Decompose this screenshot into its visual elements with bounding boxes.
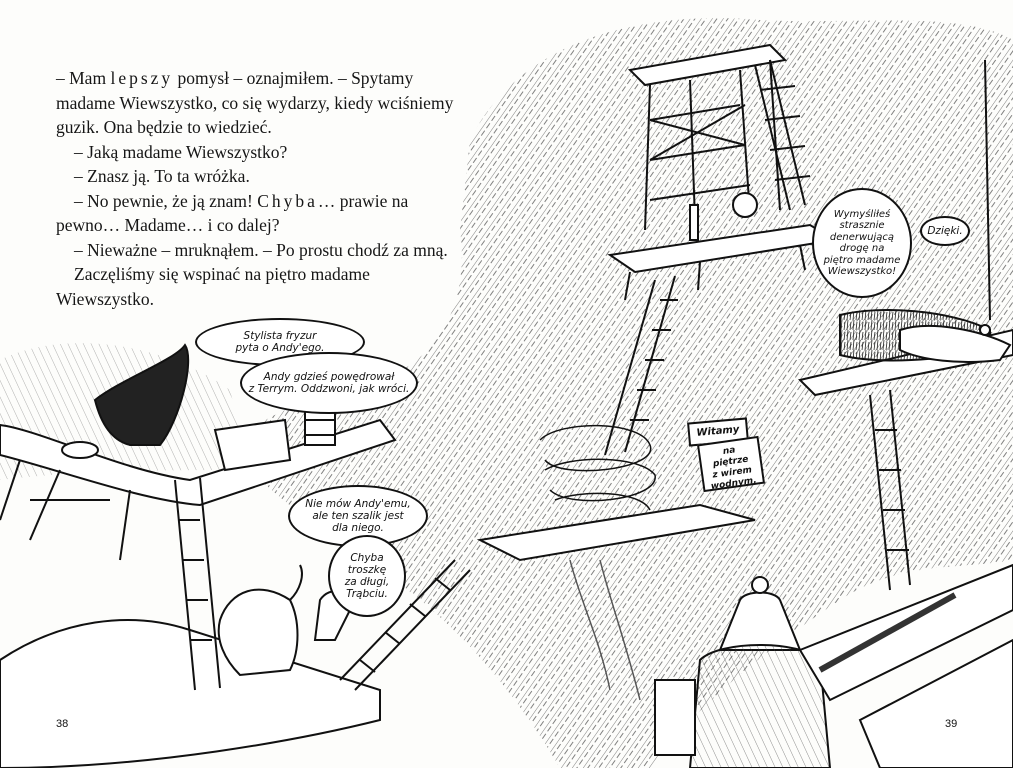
speech-bubble-annoying: Wymyśliłeś strasznie denerwującą drogę n… [812,188,912,298]
paragraph-5: – Nieważne – mruknąłem. – Po prostu chod… [74,239,448,260]
whirlpool [476,424,756,701]
top-tower [627,43,811,231]
page-number-left: 38 [56,718,69,730]
right-lower-platform [858,638,1013,768]
paragraph-4: – No pewnie, że ją znam! Chyba… prawie n… [56,189,456,238]
middle-platform [604,192,838,456]
text-run-spaced: lepszy [110,68,174,88]
speech-bubble-too-long: Chyba troszkę za długi, Trąbciu. [328,535,406,617]
paragraph-1: – Mam lepszy pomysł – oznajmiłem. – Spyt… [56,66,456,140]
speech-bubble-thanks: Dzięki. [920,216,970,246]
text-run-spaced: Chyba [257,190,318,211]
croc-platform [798,59,1013,591]
story-text: – Mam lepszy pomysł – oznajmiłem. – Spyt… [56,66,456,311]
text-run: … prawie na pewno… Madame… i co dalej? [56,190,409,236]
paragraph-3: – Znasz ją. To ta wróżka. [74,166,250,186]
wind-background [240,18,1013,768]
text-run: pomysł – oznajmiłem. – Spytamy madame Wi… [56,68,454,137]
paragraph-6: Zaczęliśmy się wspinać na piętro madame … [56,264,370,309]
elephant-platform [0,477,471,768]
text-run: – No pewnie, że ją znam! [74,190,258,211]
text-run: – Mam [56,68,111,88]
whirlpool-sign: na piętrze z wirem wodnym. [696,435,766,493]
speech-bubble-andy-gone: Andy gdzieś powędrował z Terrym. Oddzwon… [240,352,418,414]
page-number-right: 39 [945,718,958,730]
circus-tent [654,563,1013,768]
paragraph-2: – Jaką madame Wiewszystko? [74,141,288,162]
